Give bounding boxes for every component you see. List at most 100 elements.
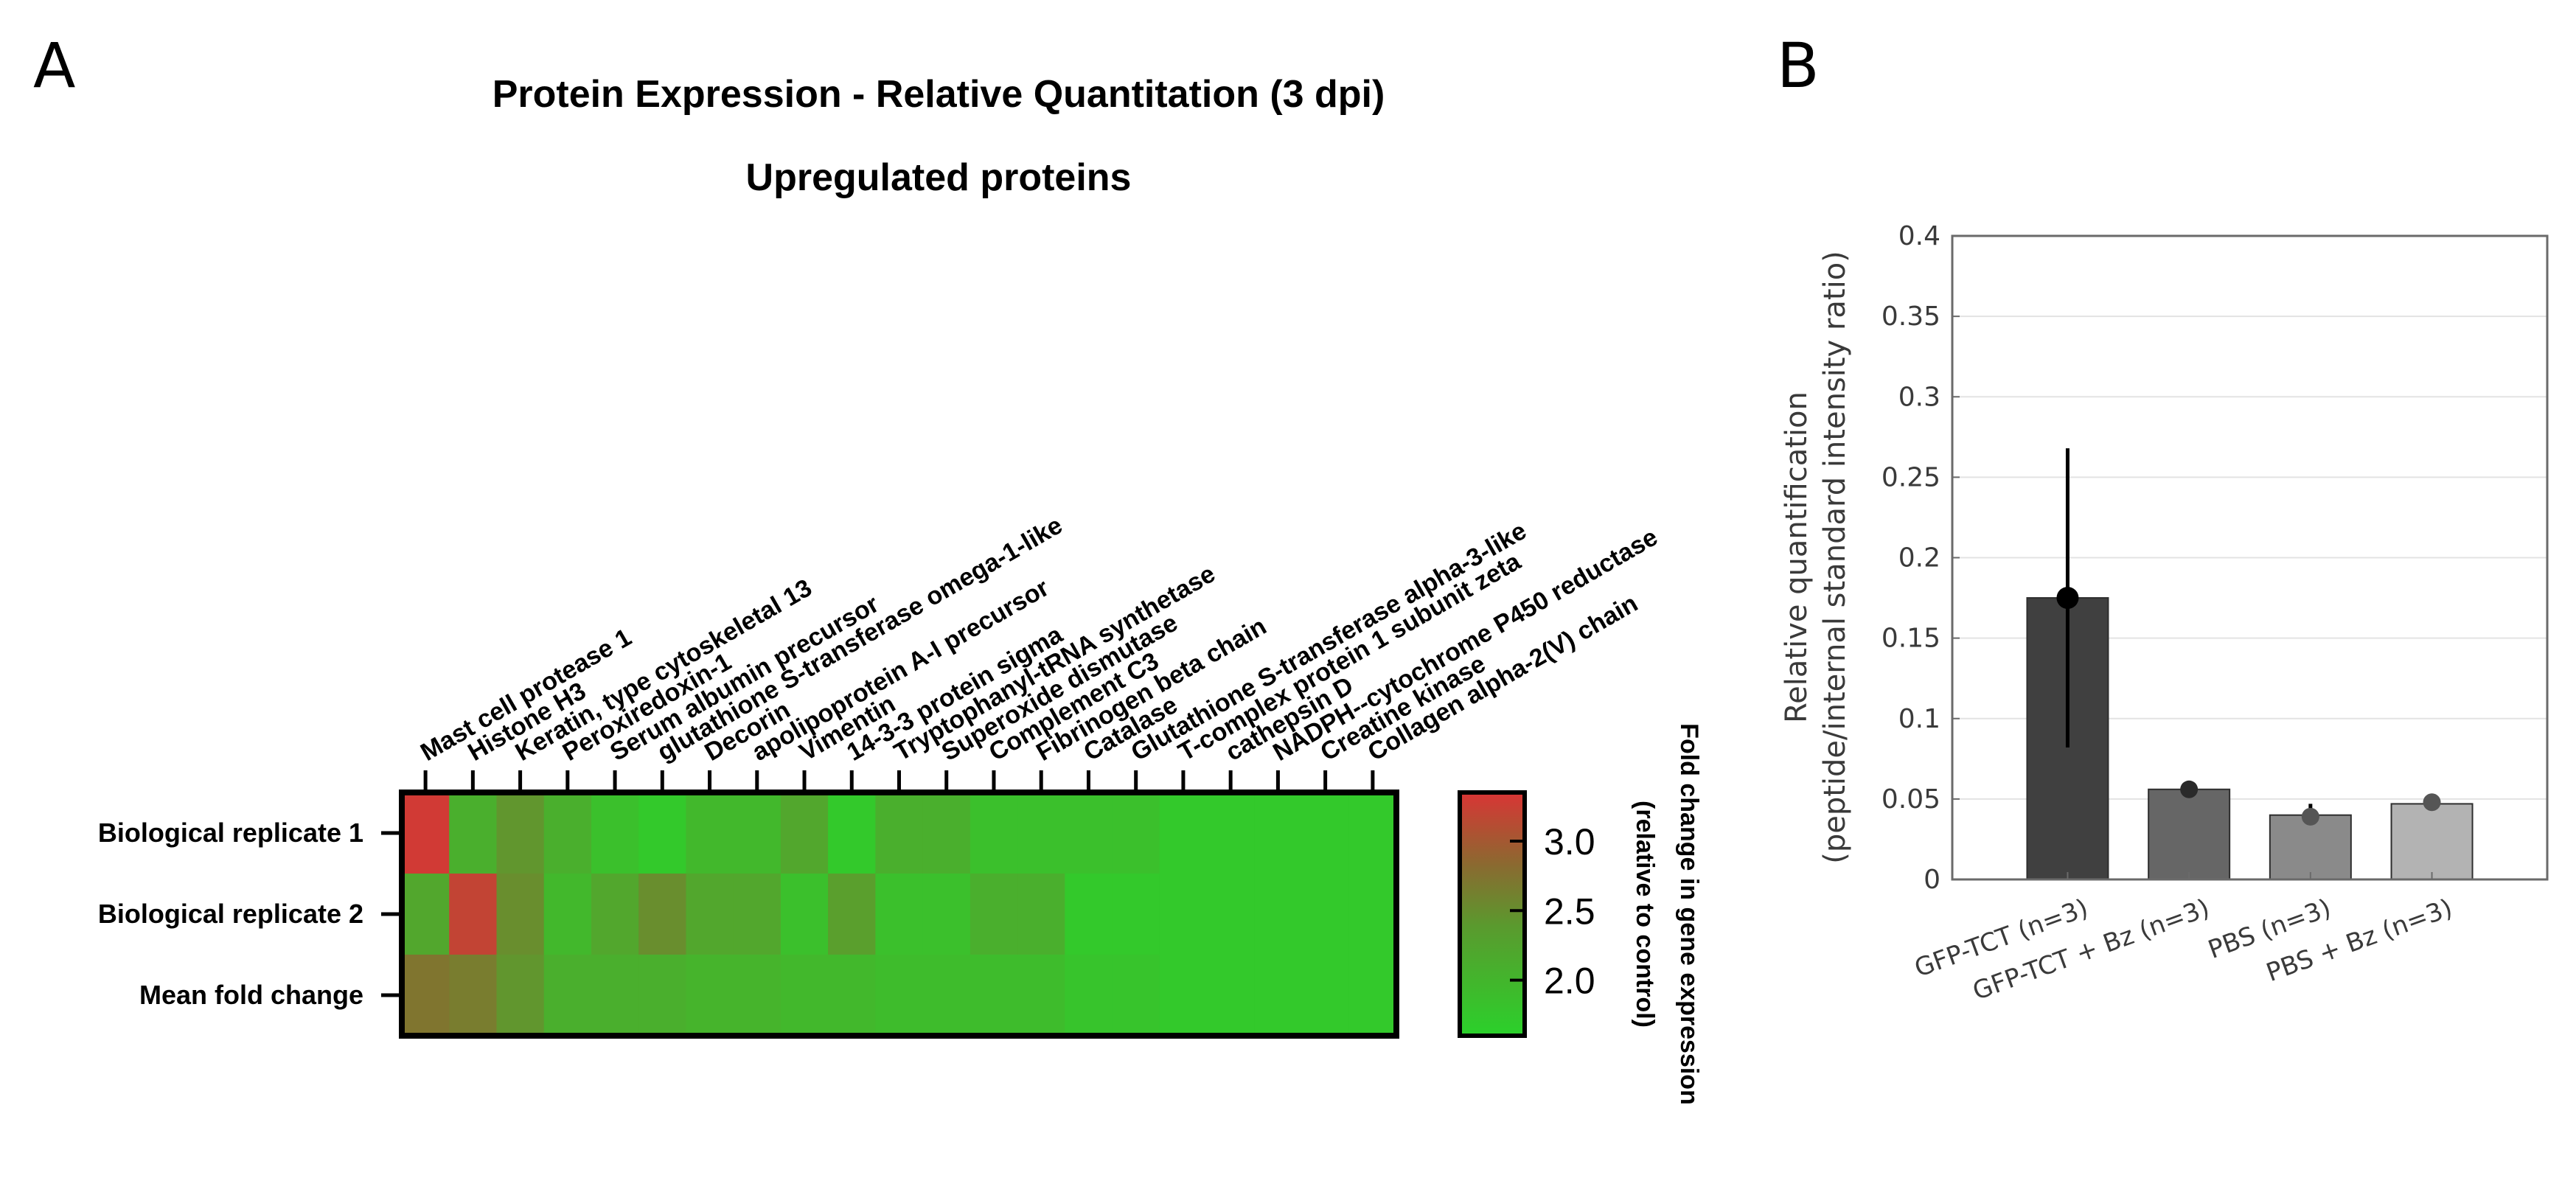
heatmap-cell (828, 955, 876, 1036)
colorbar-tick-label: 3.0 (1544, 821, 1595, 862)
colorbar-tick-label: 2.0 (1544, 961, 1595, 1002)
y-tick-label: 0.15 (1881, 624, 1940, 654)
y-tick-label: 0.1 (1898, 704, 1940, 734)
heatmap-cell (733, 874, 781, 955)
heatmap-cell (780, 955, 829, 1036)
y-axis-label-line1: Relative quantification (1780, 391, 1814, 723)
heatmap-cell (638, 955, 686, 1036)
heatmap-cell (875, 792, 924, 874)
heatmap-cell (1112, 874, 1160, 955)
heatmap-cell (1017, 955, 1065, 1036)
heatmap-cell (1301, 955, 1350, 1036)
y-tick-label: 0.3 (1898, 382, 1940, 412)
heatmap-cell (1017, 874, 1065, 955)
heatmap-row-label: Biological replicate 1 (98, 818, 363, 848)
heatmap-cell (496, 874, 545, 955)
colorbar-label-line2: (relative to control) (1631, 801, 1659, 1028)
heatmap-row-label: Biological replicate 2 (98, 899, 363, 929)
heatmap-cell (1112, 792, 1160, 874)
heatmap-cell (1254, 792, 1303, 874)
heatmap-cell (1159, 955, 1208, 1036)
heatmap-cell (828, 792, 876, 874)
panel-b: B 00.050.10.150.20.250.30.350.4 GFP-TCT … (1777, 29, 2549, 1006)
heatmap-cell (922, 955, 971, 1036)
heatmap-cell (733, 792, 781, 874)
heatmap-row-labels: Biological replicate 1 Biological replica… (98, 818, 402, 1010)
heatmap-cell (638, 792, 686, 874)
colorbar-ticks: 3.0 2.5 2.0 (1510, 821, 1595, 1002)
heatmap-cell (402, 792, 450, 874)
heatmap-cell (591, 874, 639, 955)
heatmap-cell (733, 955, 781, 1036)
y-axis-label-line2: (peptide/internal standard intensity rat… (1818, 251, 1852, 864)
heatmap-cell (970, 874, 1018, 955)
heatmap-cell (875, 874, 924, 955)
heatmap-cell (1207, 792, 1255, 874)
y-tick-label: 0 (1924, 865, 1940, 895)
heatmap-cell (449, 955, 497, 1036)
heatmap-cell (1017, 792, 1065, 874)
heatmap-cell (686, 874, 734, 955)
colorbar (1458, 790, 1527, 1038)
heatmap-cell (591, 955, 639, 1036)
heatmap-row-label: Mean fold change (139, 980, 363, 1010)
heatmap-cell (449, 874, 497, 955)
heatmap-title: Protein Expression - Relative Quantitati… (492, 73, 1385, 116)
heatmap-cell (922, 874, 971, 955)
heatmap-cell (543, 955, 592, 1036)
bar-chart-bars (2026, 597, 2474, 881)
bar-chart-error-bars (2056, 448, 2441, 826)
heatmap-cell (1065, 874, 1113, 955)
heatmap-cell (686, 955, 734, 1036)
bar-chart-x-labels: GFP-TCT (n=3)GFP-TCT + Bz (n=3)PBS (n=3)… (1911, 872, 2457, 1006)
bar (2390, 803, 2474, 880)
data-point (2423, 793, 2441, 812)
data-point (2180, 780, 2199, 798)
heatmap-cell (1301, 792, 1350, 874)
heatmap-cell (970, 955, 1018, 1036)
heatmap-cell (1159, 792, 1208, 874)
heatmap-cell (496, 955, 545, 1036)
heatmap-cell (1348, 874, 1397, 955)
bar-chart-y-ticks: 00.050.10.150.20.250.30.350.4 (1881, 221, 1960, 895)
y-tick-label: 0.25 (1881, 462, 1940, 492)
heatmap-cell (1348, 792, 1397, 874)
heatmap-cell (686, 792, 734, 874)
bar-chart-y-label: Relative quantification (peptide/interna… (1780, 251, 1852, 864)
heatmap-cell (496, 792, 545, 874)
colorbar-tick-label: 2.5 (1544, 891, 1595, 932)
panel-a-letter: A (33, 29, 75, 102)
y-tick-label: 0.05 (1881, 784, 1940, 815)
y-tick-label: 0.4 (1898, 221, 1940, 251)
heatmap-cell (449, 792, 497, 874)
heatmap-cell (1348, 955, 1397, 1036)
heatmap-cell (638, 874, 686, 955)
heatmap-cell (1159, 874, 1208, 955)
heatmap-cell (402, 955, 450, 1036)
heatmap-subtitle: Upregulated proteins (746, 156, 1132, 199)
bar (2269, 814, 2352, 880)
heatmap-cell (591, 792, 639, 874)
heatmap-cell (1112, 955, 1160, 1036)
heatmap-cell (1065, 955, 1113, 1036)
heatmap-cell (780, 874, 829, 955)
heatmap-cell (1254, 874, 1303, 955)
heatmap-cell (1207, 955, 1255, 1036)
heatmap-cell (828, 874, 876, 955)
heatmap-cell (780, 792, 829, 874)
bar (2148, 788, 2231, 881)
panel-a: A Protein Expression - Relative Quantita… (33, 29, 1703, 1105)
y-tick-label: 0.2 (1898, 543, 1940, 574)
heatmap-column-ticks (423, 770, 1375, 792)
heatmap-cells (402, 792, 1397, 1036)
heatmap-cell (1065, 792, 1113, 874)
panel-b-letter: B (1777, 29, 1820, 102)
heatmap-cell (543, 874, 592, 955)
colorbar-label-line1: Fold change in gene expression (1675, 723, 1703, 1105)
heatmap-cell (875, 955, 924, 1036)
data-point (2301, 807, 2319, 826)
heatmap-cell (1207, 874, 1255, 955)
heatmap-cell (1301, 874, 1350, 955)
